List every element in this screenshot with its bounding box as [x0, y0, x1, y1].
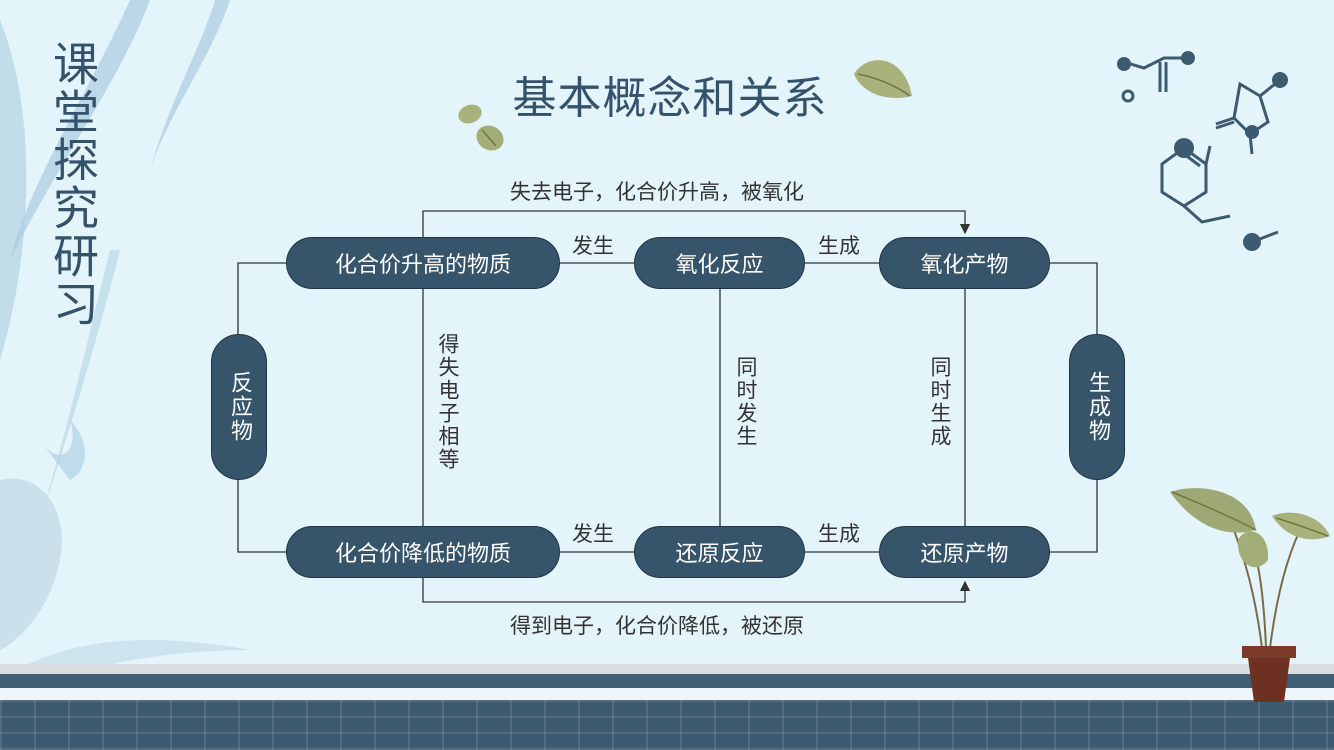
page-title: 基本概念和关系: [512, 73, 828, 124]
leaf-icon: [854, 60, 912, 98]
footer-stripe: [0, 674, 1334, 688]
label-occur-bottom: 发生: [572, 522, 614, 546]
node-product-label: 生成物: [1085, 371, 1110, 443]
node-oxidation-product: 氧化产物: [879, 237, 1050, 289]
label-top-path: 失去电子，化合价升高，被氧化: [510, 180, 804, 204]
molecule-icon: [1243, 230, 1279, 251]
label-occur-top: 发生: [572, 234, 614, 258]
label-generate-simultaneously: 同时生成: [928, 356, 952, 448]
node-product: 生成物: [1069, 334, 1125, 480]
molecule-icon: [1117, 51, 1288, 224]
lattice-pattern: [0, 700, 1334, 750]
potted-plant-icon: [1170, 488, 1330, 702]
label-occur-simultaneously: 同时发生: [734, 356, 758, 448]
node-reactant-label: 反应物: [227, 371, 252, 443]
label-bottom-path: 得到电子，化合价降低，被还原: [510, 614, 804, 638]
label-electron-equal: 得失电子相等: [436, 333, 460, 471]
node-lowered-substance: 化合价降低的物质: [286, 526, 560, 578]
leaf-icon: [458, 104, 504, 151]
label-generate-bottom: 生成: [818, 522, 860, 546]
node-reduction-product: 还原产物: [879, 526, 1050, 578]
node-raised-substance: 化合价升高的物质: [286, 237, 560, 289]
footer-band: [0, 664, 1334, 674]
brush-stroke-decoration: [0, 0, 250, 700]
node-oxidation-reaction: 氧化反应: [634, 237, 805, 289]
label-generate-top: 生成: [818, 234, 860, 258]
side-title: 课堂探究研习: [46, 40, 100, 328]
footer-gap: [0, 688, 1334, 700]
node-reactant: 反应物: [211, 334, 267, 480]
node-reduction-reaction: 还原反应: [634, 526, 805, 578]
